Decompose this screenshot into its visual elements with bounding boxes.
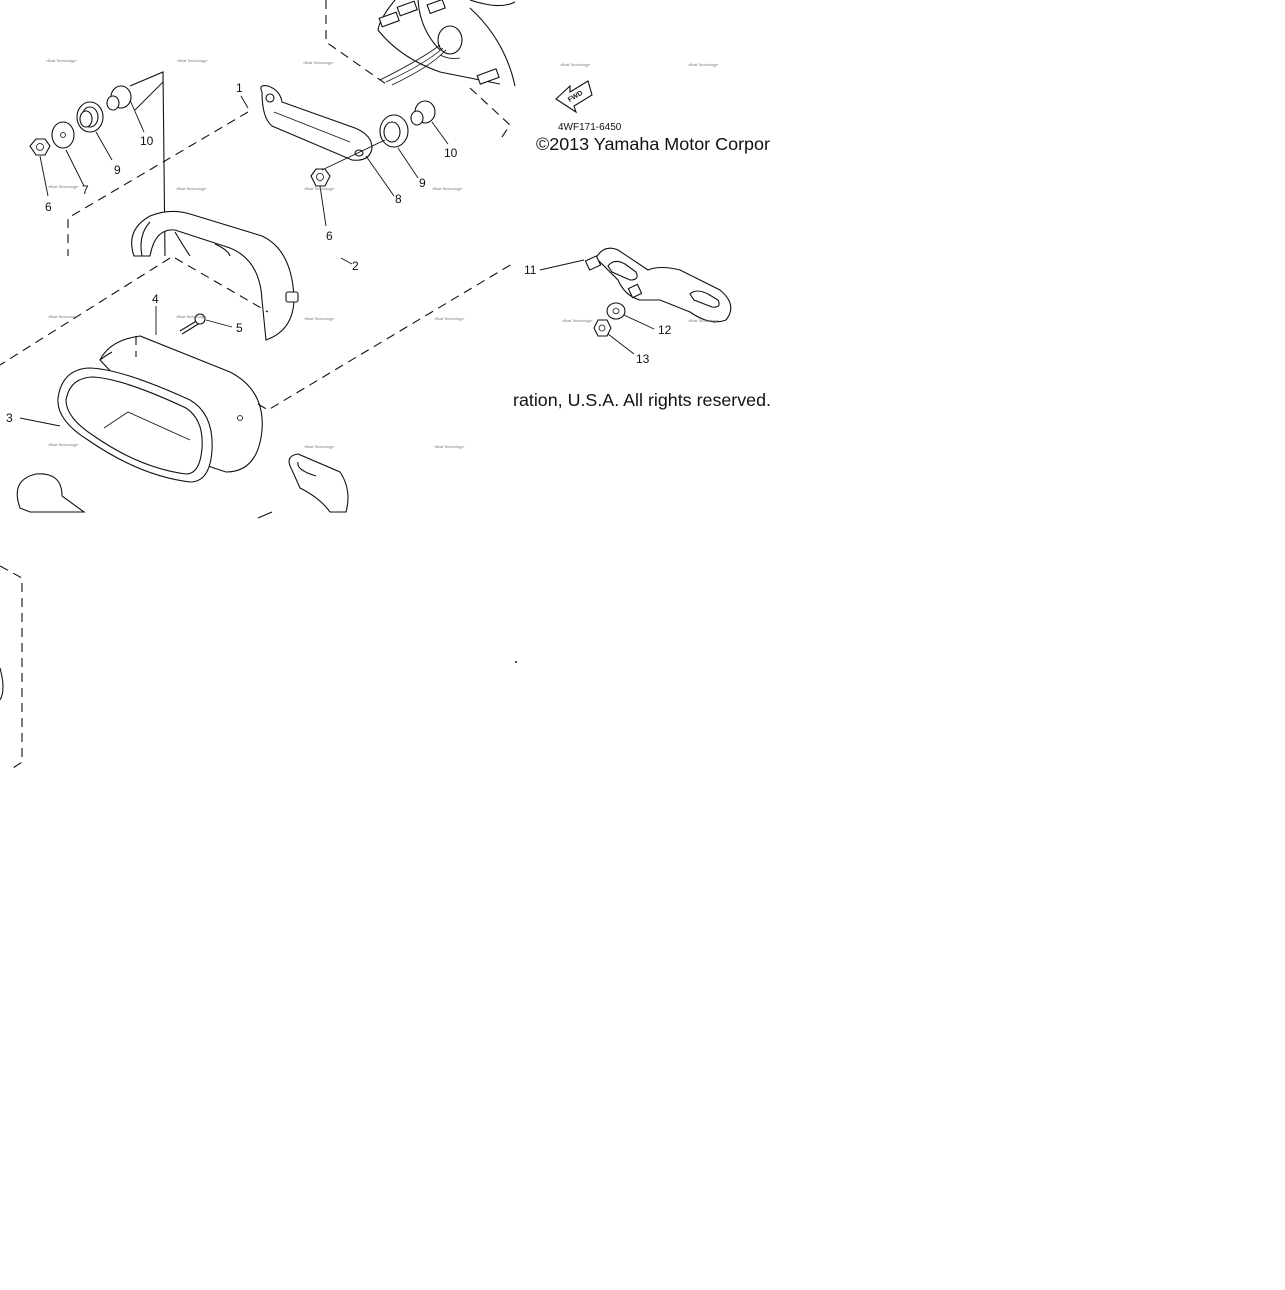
bracket-part-1 bbox=[67, 85, 373, 256]
watermarks: «Boat Technology» «Boat Technology» «Boa… bbox=[46, 59, 719, 449]
mount-studs bbox=[378, 0, 500, 85]
watermark: «Boat Technology» bbox=[176, 315, 207, 319]
callout-labels: 1 2 3 4 5 6 6 7 8 9 9 10 10 11 12 13 bbox=[6, 81, 672, 425]
callout-10-right: 10 bbox=[444, 146, 458, 160]
callout-12: 12 bbox=[658, 323, 672, 337]
callout-7: 7 bbox=[82, 183, 89, 197]
callout-5: 5 bbox=[236, 321, 243, 335]
watermark: «Boat Technology» bbox=[46, 59, 77, 63]
taillight-housing-part-2 bbox=[131, 210, 299, 341]
leader-lines bbox=[19, 95, 655, 427]
watermark: «Boat Technology» bbox=[303, 61, 334, 65]
watermark: «Boat Technology» bbox=[562, 319, 593, 323]
callout-6-right: 6 bbox=[326, 229, 333, 243]
watermark: «Boat Technology» bbox=[48, 443, 79, 447]
watermark: «Boat Technology» bbox=[434, 445, 465, 449]
right-hardware-stack bbox=[310, 100, 436, 187]
nut-left bbox=[29, 138, 51, 156]
license-bracket bbox=[584, 247, 732, 337]
watermark: «Boat Technology» bbox=[177, 59, 208, 63]
bottom-bracket bbox=[257, 453, 349, 519]
stray-dot bbox=[515, 661, 517, 663]
watermark: «Boat Technology» bbox=[48, 185, 79, 189]
callout-10-left: 10 bbox=[140, 134, 154, 148]
bulb bbox=[16, 473, 86, 513]
callout-6-left: 6 bbox=[45, 200, 52, 214]
rear-fender-mount bbox=[325, 0, 516, 141]
watermark: «Boat Technology» bbox=[48, 315, 79, 319]
callout-13: 13 bbox=[636, 352, 650, 366]
callout-9-left: 9 bbox=[114, 163, 121, 177]
callout-3: 3 bbox=[6, 411, 13, 425]
part-code: 4WF171-6450 bbox=[558, 122, 622, 133]
callout-11: 11 bbox=[524, 263, 537, 277]
screw-part-5 bbox=[179, 313, 206, 335]
collar-right bbox=[410, 100, 436, 126]
callout-2: 2 bbox=[352, 259, 359, 273]
callout-1: 1 bbox=[236, 81, 243, 95]
callout-9-right: 9 bbox=[419, 176, 426, 190]
watermark: «Boat Technology» bbox=[304, 187, 335, 191]
watermark: «Boat Technology» bbox=[560, 63, 591, 67]
fwd-arrow-icon: FWD bbox=[555, 80, 593, 114]
collar-left bbox=[106, 85, 132, 111]
watermark: «Boat Technology» bbox=[688, 319, 719, 323]
wire-harness bbox=[379, 25, 463, 86]
grommet-right bbox=[379, 114, 409, 148]
grommet-left bbox=[76, 101, 104, 133]
left-hardware-stack bbox=[29, 71, 166, 257]
copyright-line-2: ration, U.S.A. All rights reserved. bbox=[513, 390, 771, 410]
callout-8: 8 bbox=[395, 192, 402, 206]
watermark: «Boat Technology» bbox=[304, 317, 335, 321]
rim-part-3 bbox=[57, 367, 213, 483]
washer-left bbox=[51, 121, 75, 149]
copyright-line-1: ©2013 Yamaha Motor Corpor bbox=[536, 134, 770, 154]
nut-right bbox=[310, 168, 331, 187]
watermark: «Boat Technology» bbox=[434, 317, 465, 321]
watermark: «Boat Technology» bbox=[688, 63, 719, 67]
callout-4: 4 bbox=[152, 292, 159, 306]
watermark: «Boat Technology» bbox=[176, 187, 207, 191]
watermark: «Boat Technology» bbox=[432, 187, 463, 191]
watermark: «Boat Technology» bbox=[304, 445, 335, 449]
